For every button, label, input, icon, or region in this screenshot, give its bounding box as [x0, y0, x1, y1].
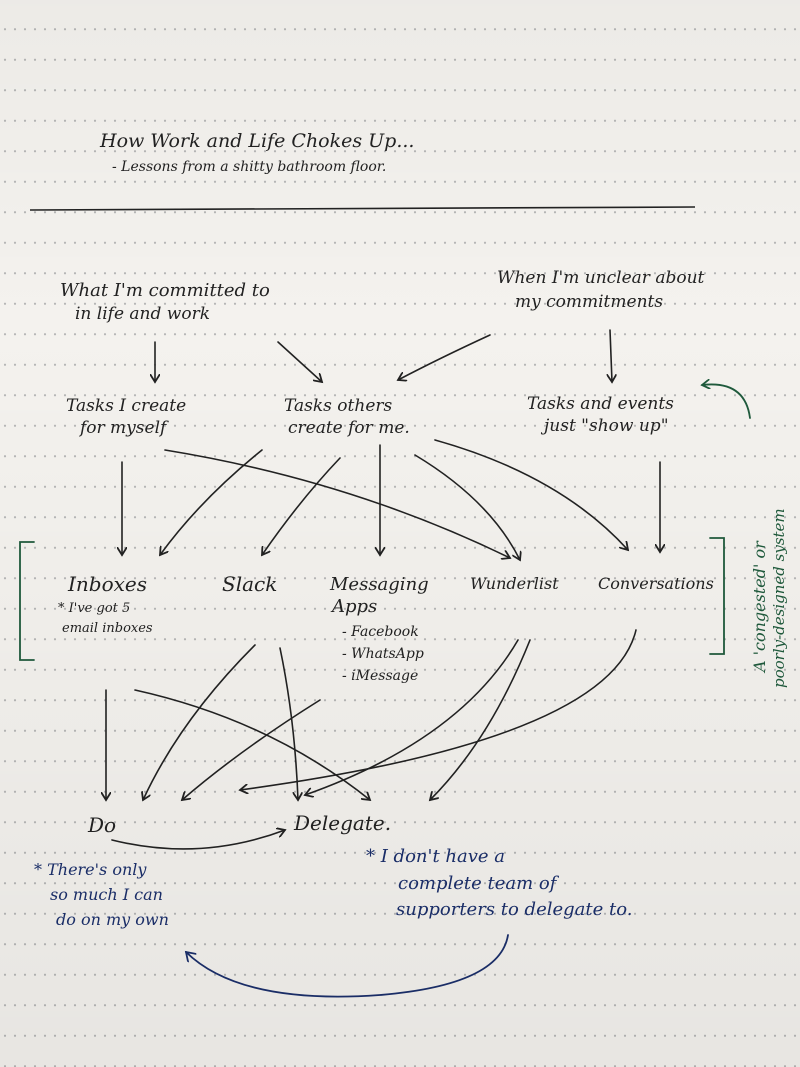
arrow-conversations-to-do [240, 629, 637, 790]
arrow-wunderlist-to-delegate-2 [430, 639, 531, 800]
note-delegate-line3: supporters to delegate to. [396, 899, 633, 920]
title-rule [29, 206, 696, 211]
tasks-events-line1: Tasks and events [527, 394, 674, 414]
channel-inboxes-note-line1: * I've got 5 [58, 601, 131, 616]
source-unclear-line2: my commitments [515, 292, 664, 312]
channel-inboxes-note-line2: email inboxes [62, 621, 153, 636]
channel-slack: Slack [222, 572, 278, 596]
arrow-others-to-wunderlist [414, 454, 520, 560]
outcome-do: Do [88, 813, 117, 837]
note-do-line3: do on my own [56, 910, 169, 929]
tasks-events-line2: just "show up" [544, 416, 669, 436]
tasks-self-line2: for myself [80, 418, 167, 438]
note-do-line2: so much I can [50, 885, 163, 904]
arrow-committed-to-others [277, 341, 322, 382]
channel-conversations: Conversations [598, 574, 714, 593]
channel-wunderlist: Wunderlist [470, 574, 559, 593]
system-note-line1: A 'congested' or [750, 541, 769, 672]
page-subtitle: - Lessons from a shitty bathroom floor. [112, 159, 387, 175]
arrow-others-to-inboxes [160, 449, 263, 555]
loop-back-arrow [186, 934, 509, 998]
arrow-others-to-slack [262, 457, 341, 555]
tasks-others-line1: Tasks others [284, 396, 393, 416]
feedback-arrow [702, 384, 751, 419]
note-do-line1: * There's only [34, 860, 147, 879]
source-committed-line2: in life and work [75, 304, 211, 324]
arrow-slack-to-do-1 [143, 644, 256, 800]
arrow-unclear-to-others [398, 334, 491, 380]
arrow-messaging-to-do [182, 699, 321, 800]
arrow-others-to-conversations [434, 439, 628, 550]
tasks-self-line1: Tasks I create [66, 396, 187, 416]
page-title: How Work and Life Chokes Up... [100, 130, 415, 152]
arrow-do-to-delegate [111, 830, 285, 850]
outcome-delegate: Delegate. [294, 811, 392, 835]
arrow-wunderlist-to-delegate [305, 639, 519, 795]
arrow-unclear-to-events [610, 329, 612, 382]
left-bracket [19, 541, 35, 661]
messaging-item-whatsapp: - WhatsApp [342, 646, 424, 662]
arrow-self-to-wunderlist [164, 449, 510, 558]
source-unclear-line1: When I'm unclear about [497, 268, 705, 288]
channel-messaging-line2: Apps [332, 596, 378, 617]
messaging-item-imessage: - iMessage [342, 668, 419, 684]
messaging-item-facebook: - Facebook [342, 624, 419, 640]
right-bracket [709, 537, 725, 655]
note-delegate-line2: complete team of [398, 873, 557, 894]
tasks-others-line2: create for me. [288, 418, 410, 438]
source-committed-line1: What I'm committed to [60, 280, 270, 301]
note-delegate-line1: * I don't have a [366, 846, 506, 867]
system-note-line2: poorly-designed system [770, 508, 788, 688]
channel-inboxes: Inboxes [68, 572, 148, 596]
channel-messaging-line1: Messaging [330, 574, 429, 595]
